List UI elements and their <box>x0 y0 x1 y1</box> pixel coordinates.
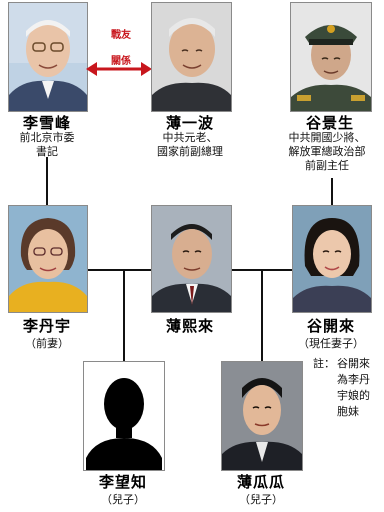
bo-guagua-role: （兒子） <box>239 493 283 506</box>
silhouette-icon <box>84 362 164 470</box>
gu-jingsheng-desc-line1: 中共開國少將、 <box>288 131 366 144</box>
note-text: 谷開來 為李丹 宇娘的 胞妹 <box>337 356 383 420</box>
gu-jingsheng-desc-line3: 前副主任 <box>305 159 349 172</box>
bo-yibo-desc-line1: 中共元老、 <box>162 131 218 144</box>
bo-xilai-photo <box>151 205 232 313</box>
gu-jingsheng-photo <box>290 2 372 112</box>
gu-jingsheng-desc-line2: 解放軍總政治部 <box>288 145 366 158</box>
bo-yibo-name: 薄一波 <box>165 114 214 132</box>
portrait-man-suit-icon <box>152 206 231 312</box>
note-line-4: 胞妹 <box>337 405 359 418</box>
li-wangzhi-name: 李望知 <box>98 473 147 491</box>
li-wangzhi-photo <box>83 361 165 471</box>
double-arrow-icon <box>86 62 152 76</box>
li-wangzhi-role: （兒子） <box>101 493 145 506</box>
li-xuefeng-desc-line2: 書記 <box>36 145 58 158</box>
gu-jingsheng-desc: 中共開國少將、 解放軍總政治部 前副主任 <box>270 131 384 173</box>
badge-line2: 關係 <box>111 56 131 67</box>
portrait-woman-icon <box>293 206 371 312</box>
bo-guagua-photo <box>221 361 303 471</box>
bo-xilai-name: 薄熙來 <box>165 317 214 335</box>
connector-gu-jingsheng-down <box>331 178 333 205</box>
badge-line1: 戰友 <box>111 30 131 41</box>
bo-yibo-desc-line2: 國家前副總理 <box>157 145 223 158</box>
portrait-elder-man-icon <box>9 3 87 111</box>
connector-li-wangzhi-down <box>123 269 125 361</box>
portrait-young-man-icon <box>222 362 302 470</box>
li-xuefeng-desc-line1: 前北京市委 <box>19 131 75 144</box>
note-label: 註： <box>313 357 335 370</box>
li-xuefeng-photo <box>8 2 88 112</box>
comrade-relation-badge: 戰友 關係 <box>103 30 139 68</box>
connector-li-xuefeng-down <box>46 157 48 205</box>
bo-guagua-name: 薄瓜瓜 <box>236 473 285 491</box>
bo-yibo-desc: 中共元老、 國家前副總理 <box>136 131 244 159</box>
note-line-3: 宇娘的 <box>337 389 370 402</box>
portrait-woman-icon <box>9 206 87 312</box>
li-danyu-photo <box>8 205 88 313</box>
gu-jingsheng-name: 谷景生 <box>305 114 354 132</box>
li-danyu-name: 李丹宇 <box>22 317 71 335</box>
connector-bo-guagua-down <box>261 269 263 361</box>
gu-kailai-role: （現任妻子） <box>298 337 364 350</box>
li-danyu-role: （前妻） <box>25 337 69 350</box>
li-xuefeng-name: 李雪峰 <box>22 114 71 132</box>
gu-kailai-photo <box>292 205 372 313</box>
gu-kailai-name: 谷開來 <box>306 317 355 335</box>
note-line-2: 為李丹 <box>337 373 370 386</box>
bo-yibo-photo <box>151 2 232 112</box>
portrait-elder-man-icon <box>152 3 231 111</box>
li-xuefeng-desc: 前北京市委 書記 <box>0 131 94 159</box>
portrait-officer-icon <box>291 3 371 111</box>
note-line-1: 谷開來 <box>337 357 370 370</box>
